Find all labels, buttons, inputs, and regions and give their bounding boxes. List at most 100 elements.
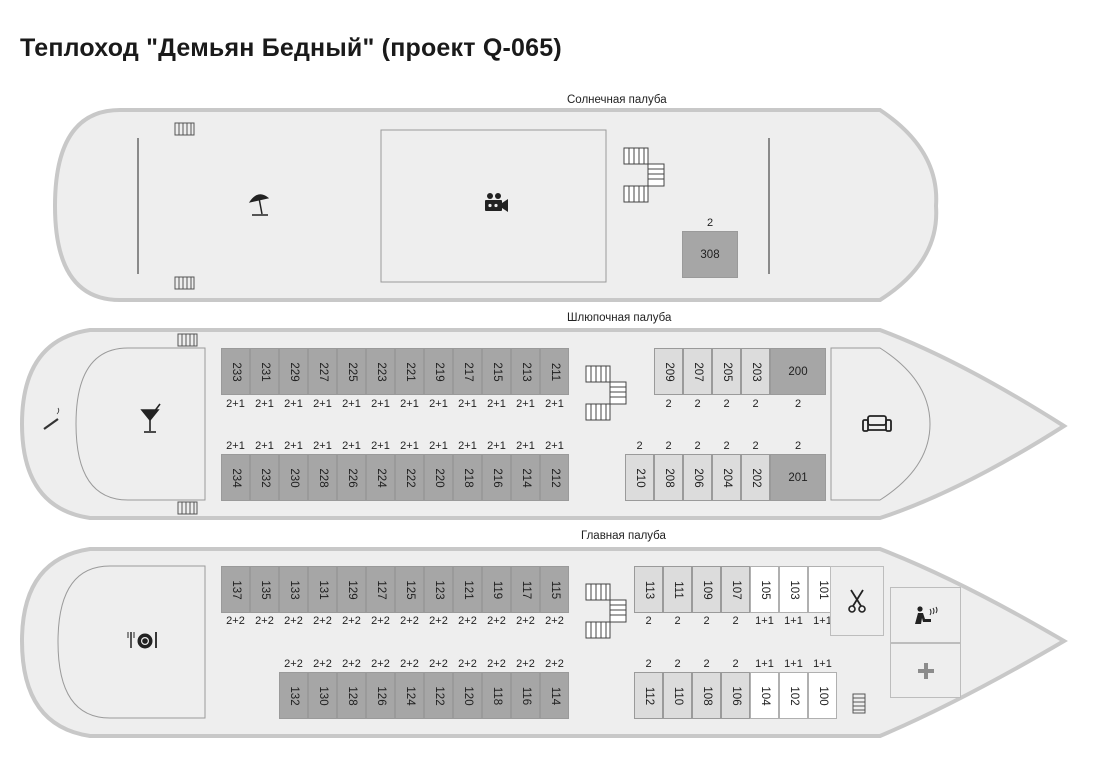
cabin-201[interactable]: 201 xyxy=(770,454,826,501)
cabin-number: 115 xyxy=(548,580,561,599)
cabin-114[interactable]: 114 xyxy=(540,672,569,719)
cabin-228[interactable]: 228 xyxy=(308,454,337,501)
cabin-202[interactable]: 202 xyxy=(741,454,770,501)
cabin-124[interactable]: 124 xyxy=(395,672,424,719)
cabin-number: 227 xyxy=(316,361,329,382)
cabin-214[interactable]: 214 xyxy=(511,454,540,501)
cabin-207[interactable]: 207 xyxy=(683,348,712,395)
sauna-room xyxy=(890,587,961,643)
cabin-number: 106 xyxy=(729,685,742,706)
cabin-number: 111 xyxy=(671,580,684,599)
cabin-232-beds: 2+1 xyxy=(255,440,274,452)
cabin-200[interactable]: 200 xyxy=(770,348,826,395)
cabin-105[interactable]: 105 xyxy=(750,566,779,613)
stairs-icon xyxy=(623,147,665,203)
cabin-125[interactable]: 125 xyxy=(395,566,424,613)
cabin-122-beds: 2+2 xyxy=(429,658,448,670)
cabin-216[interactable]: 216 xyxy=(482,454,511,501)
cabin-205-beds: 2 xyxy=(723,398,730,410)
cabin-126[interactable]: 126 xyxy=(366,672,395,719)
cabin-119[interactable]: 119 xyxy=(482,566,511,613)
cabin-127[interactable]: 127 xyxy=(366,566,395,613)
cabin-209[interactable]: 209 xyxy=(654,348,683,395)
stairs-icon xyxy=(174,276,195,290)
cabin-212[interactable]: 212 xyxy=(540,454,569,501)
cabin-106[interactable]: 106 xyxy=(721,672,750,719)
cabin-224[interactable]: 224 xyxy=(366,454,395,501)
cabin-116[interactable]: 116 xyxy=(511,672,540,719)
cabin-231[interactable]: 231 xyxy=(250,348,279,395)
cabin-104[interactable]: 104 xyxy=(750,672,779,719)
cabin-211[interactable]: 211 xyxy=(540,348,569,395)
cabin-111[interactable]: 111 xyxy=(663,566,692,613)
cabin-234-beds: 2+1 xyxy=(226,440,245,452)
cabin-121[interactable]: 121 xyxy=(453,566,482,613)
cabin-206[interactable]: 206 xyxy=(683,454,712,501)
cabin-215[interactable]: 215 xyxy=(482,348,511,395)
cabin-233[interactable]: 233 xyxy=(221,348,250,395)
cabin-number: 200 xyxy=(788,365,808,378)
cabin-200-beds: 2 xyxy=(794,398,802,410)
cabin-110-beds: 2 xyxy=(674,658,681,670)
medical-room xyxy=(890,643,961,698)
cabin-number: 216 xyxy=(490,467,503,488)
cabin-230[interactable]: 230 xyxy=(279,454,308,501)
cabin-117[interactable]: 117 xyxy=(511,566,540,613)
cabin-232[interactable]: 232 xyxy=(250,454,279,501)
cabin-number: 206 xyxy=(691,467,704,488)
cabin-137[interactable]: 137 xyxy=(221,566,250,613)
cabin-108[interactable]: 108 xyxy=(692,672,721,719)
cabin-123-beds: 2+2 xyxy=(429,615,448,627)
cabin-number: 232 xyxy=(258,467,271,488)
cabin-113[interactable]: 113 xyxy=(634,566,663,613)
cabin-123[interactable]: 123 xyxy=(424,566,453,613)
cabin-223[interactable]: 223 xyxy=(366,348,395,395)
cabin-117-beds: 2+2 xyxy=(516,615,535,627)
cabin-221[interactable]: 221 xyxy=(395,348,424,395)
cabin-112[interactable]: 112 xyxy=(634,672,663,719)
cabin-213[interactable]: 213 xyxy=(511,348,540,395)
cabin-210[interactable]: 210 xyxy=(625,454,654,501)
cabin-107[interactable]: 107 xyxy=(721,566,750,613)
cabin-number: 202 xyxy=(749,467,762,488)
cabin-202-beds: 2 xyxy=(752,440,759,452)
cabin-133[interactable]: 133 xyxy=(279,566,308,613)
cabin-number: 118 xyxy=(490,686,503,705)
cabin-115[interactable]: 115 xyxy=(540,566,569,613)
cabin-131[interactable]: 131 xyxy=(308,566,337,613)
cigarette-icon xyxy=(43,407,60,430)
cabin-226[interactable]: 226 xyxy=(337,454,366,501)
cabin-109[interactable]: 109 xyxy=(692,566,721,613)
cabin-229[interactable]: 229 xyxy=(279,348,308,395)
cabin-129[interactable]: 129 xyxy=(337,566,366,613)
cabin-205[interactable]: 205 xyxy=(712,348,741,395)
cabin-218[interactable]: 218 xyxy=(453,454,482,501)
cabin-217[interactable]: 217 xyxy=(453,348,482,395)
cabin-102[interactable]: 102 xyxy=(779,672,808,719)
cabin-132[interactable]: 132 xyxy=(279,672,308,719)
cabin-number: 204 xyxy=(720,467,733,488)
cabin-number: 101 xyxy=(816,579,829,600)
cabin-118[interactable]: 118 xyxy=(482,672,511,719)
cabin-220[interactable]: 220 xyxy=(424,454,453,501)
cabin-120[interactable]: 120 xyxy=(453,672,482,719)
cabin-110[interactable]: 110 xyxy=(663,672,692,719)
cabin-225[interactable]: 225 xyxy=(337,348,366,395)
cabin-135[interactable]: 135 xyxy=(250,566,279,613)
cabin-203[interactable]: 203 xyxy=(741,348,770,395)
cabin-128[interactable]: 128 xyxy=(337,672,366,719)
cabin-130[interactable]: 130 xyxy=(308,672,337,719)
cabin-208[interactable]: 208 xyxy=(654,454,683,501)
cabin-100[interactable]: 100 xyxy=(808,672,837,719)
cabin-204[interactable]: 204 xyxy=(712,454,741,501)
cabin-122[interactable]: 122 xyxy=(424,672,453,719)
cabin-227[interactable]: 227 xyxy=(308,348,337,395)
cabin-234[interactable]: 234 xyxy=(221,454,250,501)
cabin-219[interactable]: 219 xyxy=(424,348,453,395)
cabin-308[interactable]: 308 xyxy=(682,231,738,278)
cabin-222[interactable]: 222 xyxy=(395,454,424,501)
cabin-308-beds: 2 xyxy=(706,217,714,229)
sauna-icon xyxy=(914,606,937,624)
cabin-103[interactable]: 103 xyxy=(779,566,808,613)
cabin-number: 207 xyxy=(691,361,704,382)
